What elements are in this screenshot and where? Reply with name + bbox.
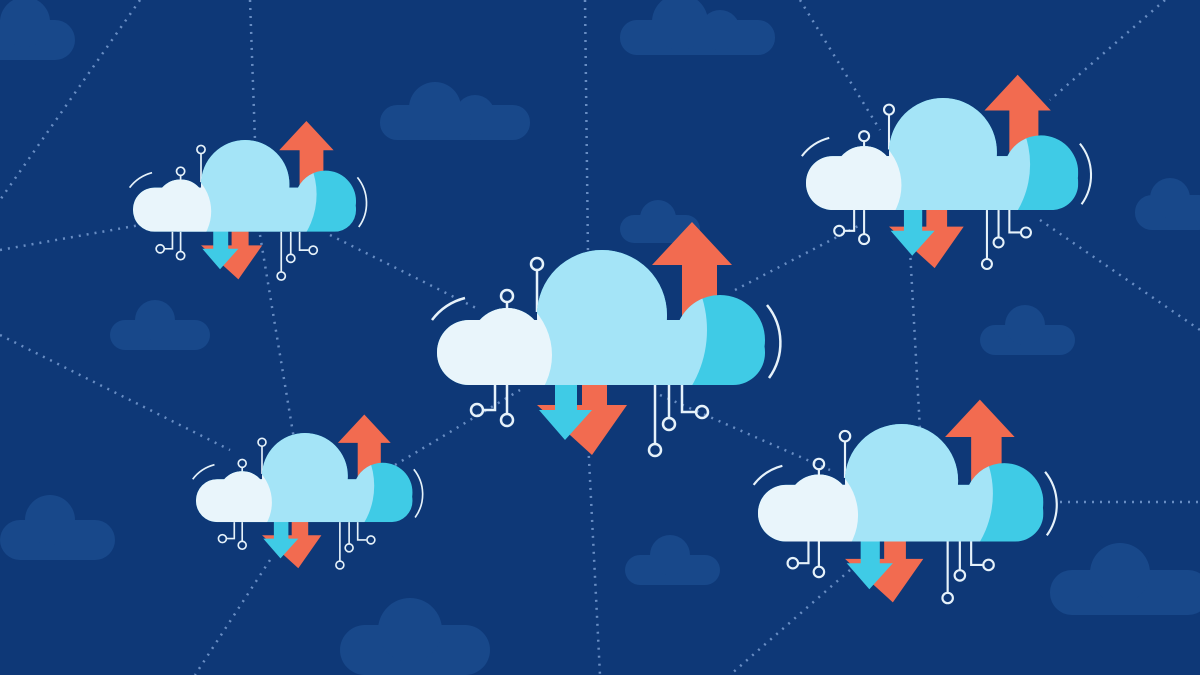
background-clouds — [0, 0, 1200, 675]
network-lines — [0, 0, 1200, 675]
cloud-network-illustration — [0, 0, 1200, 675]
